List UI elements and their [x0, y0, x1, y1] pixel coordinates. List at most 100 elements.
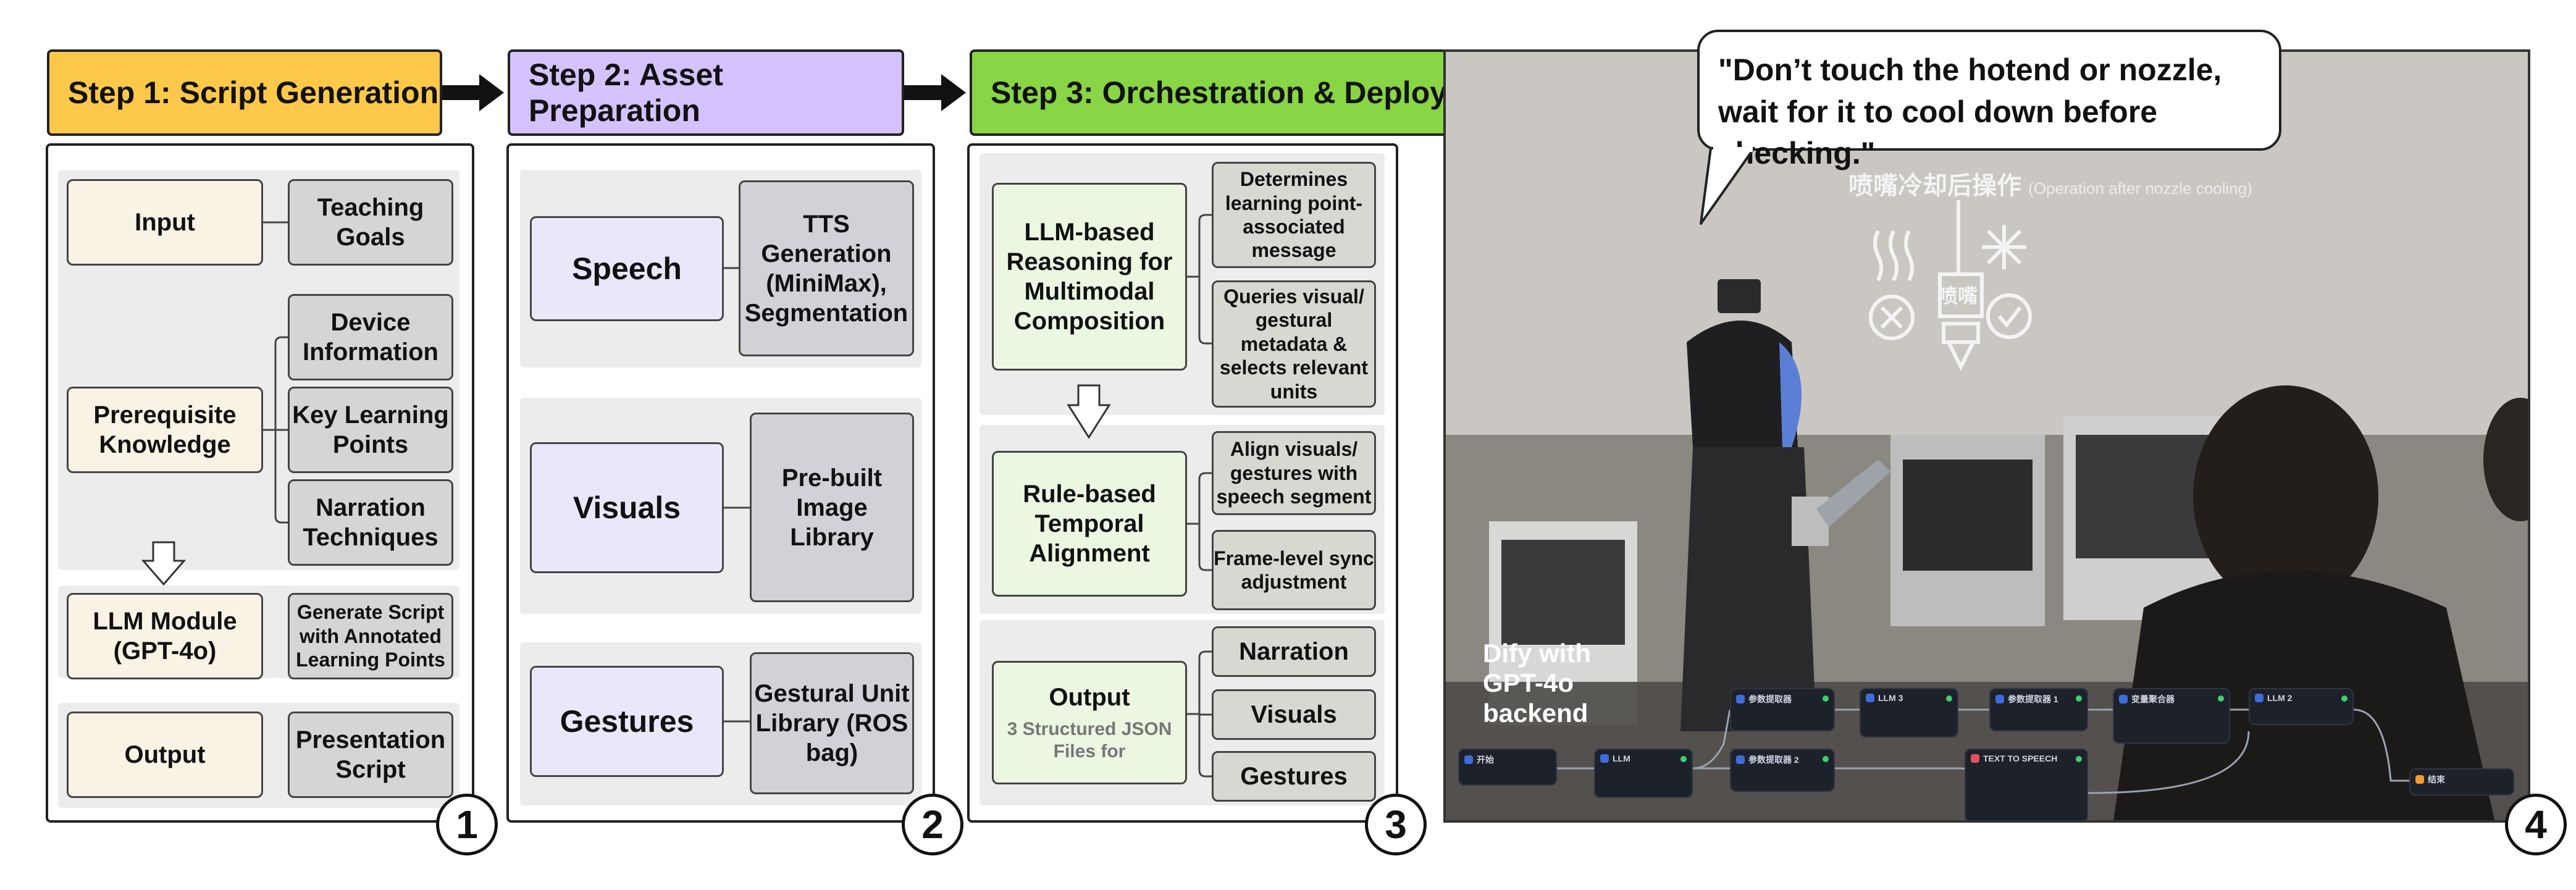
step3-title: Step 3: Orchestration & Deployment: [991, 75, 1521, 110]
node-title: 开始: [1477, 755, 1494, 765]
node-icon: [1736, 695, 1745, 703]
node-status-dot: [2076, 756, 2082, 762]
step-number-1: 1: [436, 794, 498, 855]
node-icon: [1600, 754, 1609, 763]
output-label: Output: [124, 741, 206, 768]
speech-bubble: "Don’t touch the hotend or nozzle, wait …: [1697, 30, 2281, 170]
align-box: Align visuals/ gestures with speech segm…: [1212, 431, 1376, 515]
teaching-goals-label: Teaching Goals: [317, 194, 424, 251]
workflow-node-extractor: 参数提取器: [1730, 688, 1835, 731]
nozzle-label-text: 喷嘴: [1938, 285, 1978, 307]
visuals-label: Visuals: [573, 490, 681, 525]
visuals3-box: Visuals: [1212, 689, 1376, 740]
workflow-node-end: 结束: [2409, 768, 2514, 796]
align-label: Align visuals/ gestures with speech segm…: [1216, 438, 1372, 508]
narration-tech-box: Narration Techniques: [288, 479, 453, 566]
overlay-icons: [1869, 200, 2032, 371]
panel3-connectors: [1067, 214, 1212, 778]
workflow-node-aggregator: 变量聚合器: [2113, 688, 2230, 744]
step1-title: Step 1: Script Generation: [68, 75, 439, 110]
node-icon: [2119, 695, 2128, 703]
presentation-script-label: Presentation Script: [295, 726, 446, 783]
gesture-library-box: Gestural Unit Library (ROS bag): [750, 652, 914, 794]
dify-label-text: Dify with GPT-4o backend: [1483, 639, 1591, 728]
node-status-dot: [1680, 756, 1687, 762]
node-icon: [1995, 695, 2004, 703]
gestures3-box: Gestures: [1212, 751, 1376, 802]
speech-bubble-text: "Don’t touch the hotend or nozzle, wait …: [1718, 52, 2222, 170]
node-title: 变量聚合器: [2131, 694, 2175, 704]
speech-box: Speech: [530, 216, 724, 321]
generate-script-box: Generate Script with Annotated Learning …: [288, 593, 453, 679]
step-number-2: 2: [902, 794, 963, 855]
narration-box: Narration: [1212, 626, 1376, 677]
key-points-box: Key Learning Points: [288, 387, 453, 473]
node-icon: [1971, 754, 1979, 763]
overlay-chinese-title: 喷嘴冷却后操作 (Operation after nozzle cooling): [1848, 166, 2252, 201]
queries-label: Queries visual/ gestural metadata & sele…: [1219, 285, 1369, 403]
overlay-en-text: (Operation after nozzle cooling): [2028, 179, 2252, 198]
frame-sync-box: Frame-level sync adjustment: [1212, 530, 1376, 610]
step2-header: Step 2: Asset Preparation: [508, 49, 904, 136]
workflow-node-extractor-1: 参数提取器 1: [1989, 688, 2088, 731]
node-title: 参数提取器: [1748, 694, 1792, 704]
step-number-4-label: 4: [2525, 802, 2547, 847]
generate-script-label: Generate Script with Annotated Learning …: [296, 601, 445, 671]
node-icon: [2255, 694, 2263, 702]
step-number-3: 3: [1365, 794, 1427, 855]
gestures-box: Gestures: [530, 666, 724, 777]
input-label: Input: [135, 209, 195, 236]
step-number-3-label: 3: [1385, 802, 1407, 847]
key-points-label: Key Learning Points: [292, 401, 449, 458]
node-title: LLM 2: [2267, 693, 2293, 703]
node-icon: [1464, 755, 1473, 764]
narration-label: Narration: [1239, 638, 1349, 665]
narration-tech-label: Narration Techniques: [303, 494, 438, 551]
overlay-cn-text: 喷嘴冷却后操作: [1848, 172, 2021, 199]
image-library-box: Pre-built Image Library: [750, 413, 914, 602]
nozzle-label: 喷嘴: [1938, 280, 1978, 309]
prerequisite-box: Prerequisite Knowledge: [67, 387, 263, 473]
tts-label: TTS Generation (MiniMax), Segmentation: [744, 210, 908, 327]
rule-based-box: Rule-based Temporal Alignment: [992, 451, 1187, 597]
output3-box: Output 3 Structured JSON Files for: [992, 661, 1187, 784]
step-number-1-label: 1: [456, 802, 478, 847]
step2-title: Step 2: Asset Preparation: [529, 57, 723, 128]
gestures-label: Gestures: [560, 704, 694, 739]
workflow-node-llm-3: LLM 3: [1860, 688, 1958, 737]
node-status-dot: [1823, 695, 1829, 702]
workflow-node-start: 开始: [1458, 749, 1557, 786]
prerequisite-label: Prerequisite Knowledge: [93, 401, 237, 458]
step-number-4: 4: [2505, 794, 2567, 855]
node-title: LLM: [1613, 754, 1630, 763]
rule-based-label: Rule-based Temporal Alignment: [1023, 481, 1156, 567]
speech-bubble-tail: [1700, 147, 1755, 225]
determines-box: Determines learning point-associated mes…: [1212, 162, 1376, 268]
panel2-connectors: [724, 267, 750, 723]
llm-module-label: LLM Module (GPT-4o): [93, 608, 237, 665]
node-status-dot: [1823, 756, 1829, 762]
node-icon: [1736, 755, 1745, 764]
llm-reasoning-box: LLM-based Reasoning for Multimodal Compo…: [992, 183, 1187, 371]
deployment-photo: 喷嘴冷却后操作 (Operation after nozzle cooling)…: [1443, 49, 2530, 823]
node-title: LLM 3: [1878, 693, 1903, 703]
node-status-dot: [1946, 695, 1952, 702]
output-box: Output: [67, 712, 263, 798]
node-title: 参数提取器 1: [2008, 694, 2058, 704]
visuals3-label: Visuals: [1251, 701, 1337, 728]
input-box: Input: [67, 179, 263, 266]
node-status-dot: [2076, 695, 2082, 702]
step1-header: Step 1: Script Generation: [47, 49, 442, 136]
presentation-script-box: Presentation Script: [288, 712, 453, 798]
node-icon: [1866, 694, 1874, 702]
teaching-goals-box: Teaching Goals: [288, 179, 453, 266]
queries-box: Queries visual/ gestural metadata & sele…: [1212, 280, 1376, 408]
arrow-step2-to-step3: [904, 74, 966, 111]
visuals-box: Visuals: [530, 442, 724, 573]
output3-sublabel: 3 Structured JSON Files for: [1007, 719, 1172, 762]
gesture-library-label: Gestural Unit Library (ROS bag): [754, 680, 910, 766]
frame-sync-label: Frame-level sync adjustment: [1214, 547, 1374, 593]
device-info-label: Device Information: [303, 309, 438, 366]
workflow-edges: [1557, 708, 2409, 794]
output3-label: Output: [1049, 684, 1130, 711]
